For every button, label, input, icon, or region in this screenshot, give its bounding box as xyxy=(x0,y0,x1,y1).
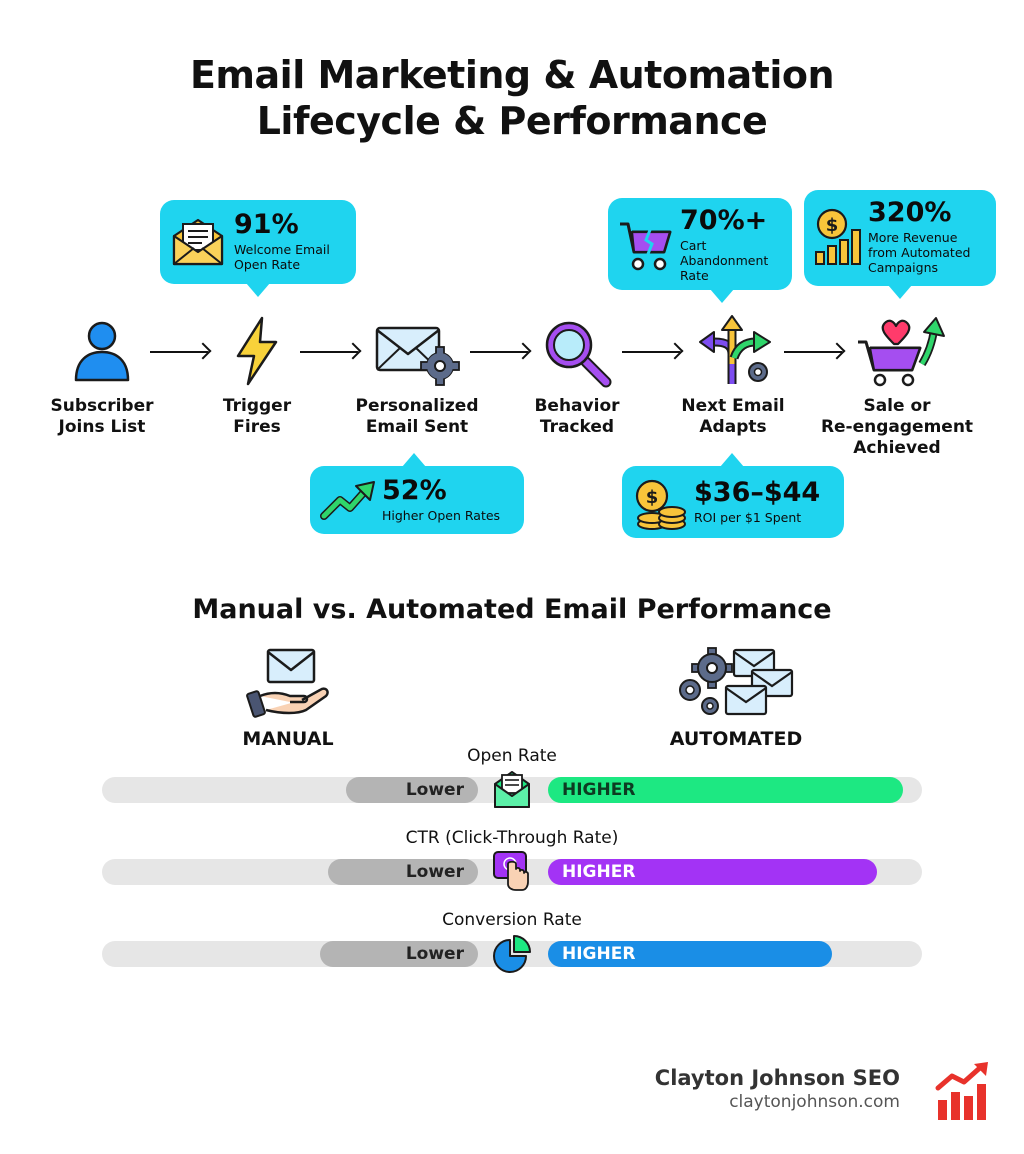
automated-label: AUTOMATED xyxy=(669,728,803,750)
callout-text: More Revenue from Automated Campaigns xyxy=(868,230,971,275)
flow-arrow xyxy=(622,351,680,353)
svg-text:$: $ xyxy=(646,487,659,508)
svg-text:$: $ xyxy=(826,215,839,236)
broken-cart-icon xyxy=(620,222,672,271)
callout-welcome-open-rate: 91% Welcome Email Open Rate xyxy=(160,200,356,297)
callout-cart-abandonment: 70%+ Cart Abandonment Rate xyxy=(608,198,792,303)
open-envelope-icon xyxy=(172,218,224,266)
callout-text: Welcome Email Open Rate xyxy=(234,242,330,272)
branching-arrows-icon xyxy=(699,315,771,384)
cart-heart-icon xyxy=(858,317,945,387)
click-hand-icon xyxy=(493,851,529,891)
flow-arrow xyxy=(470,351,528,353)
lightning-icon xyxy=(236,316,278,386)
callout-text: Higher Open Rates xyxy=(382,508,501,523)
brand-name: Clayton Johnson SEO xyxy=(654,1066,900,1090)
metric-label-open-rate: Open Rate xyxy=(467,746,557,766)
callout-value: $36–$44 xyxy=(694,477,821,508)
callout-value: 91% xyxy=(234,209,299,240)
manual-bar-ctr: Lower xyxy=(327,859,478,885)
pie-chart-icon xyxy=(493,935,531,973)
manual-bar-open-rate: Lower xyxy=(346,777,478,803)
brand-logo-icon xyxy=(935,1062,988,1120)
step-label-next-email: Next Email Adapts xyxy=(681,396,785,437)
dollar-chart-icon: $ xyxy=(815,208,861,265)
callout-higher-open-rates: 52% Higher Open Rates xyxy=(310,453,524,534)
title-line-1: Email Marketing & Automation xyxy=(189,53,835,97)
step-label-subscriber: Subscriber Joins List xyxy=(50,396,154,437)
hand-envelope-icon xyxy=(246,648,329,718)
auto-bar-open-rate: HIGHER xyxy=(548,777,904,803)
step-label-behavior: Behavior Tracked xyxy=(534,396,620,437)
flow-arrow xyxy=(150,351,208,353)
step-label-trigger: Trigger Fires xyxy=(222,396,292,437)
manual-bar-conversion: Lower xyxy=(320,941,478,967)
metric-label-conversion: Conversion Rate xyxy=(442,910,582,930)
gears-envelopes-icon xyxy=(679,647,794,716)
brand-url: claytonjohnson.com xyxy=(729,1092,900,1112)
manual-label: MANUAL xyxy=(242,728,334,750)
callout-roi: $ $36–$44 ROI per $1 Spent xyxy=(622,453,844,538)
open-envelope-icon xyxy=(494,771,530,808)
step-label-sale: Sale or Re-engagement Achieved xyxy=(820,396,974,458)
auto-bar-conversion: HIGHER xyxy=(548,941,833,967)
callout-value: 320% xyxy=(868,197,952,228)
callout-value: 70%+ xyxy=(680,205,768,236)
infographic-title: Email Marketing & Automation Lifecycle &… xyxy=(0,52,1024,144)
magnifier-icon xyxy=(545,321,612,388)
coins-icon: $ xyxy=(635,479,686,530)
auto-bar-ctr: HIGHER xyxy=(548,859,878,885)
callout-automated-revenue: $ 320% More Revenue from Automated Campa… xyxy=(804,190,996,299)
person-icon xyxy=(74,321,130,382)
envelope-gear-icon xyxy=(375,326,460,386)
comparison-title: Manual vs. Automated Email Performance xyxy=(192,594,832,625)
callout-text: ROI per $1 Spent xyxy=(694,510,802,525)
callout-value: 52% xyxy=(382,475,447,506)
flow-arrow xyxy=(784,351,842,353)
callout-text: Cart Abandonment Rate xyxy=(680,238,769,283)
trend-up-icon xyxy=(320,481,375,520)
metric-label-ctr: CTR (Click-Through Rate) xyxy=(405,828,619,848)
title-line-2: Lifecycle & Performance xyxy=(256,99,768,143)
flow-arrow xyxy=(300,351,358,353)
step-label-personalized-email: Personalized Email Sent xyxy=(355,396,479,437)
